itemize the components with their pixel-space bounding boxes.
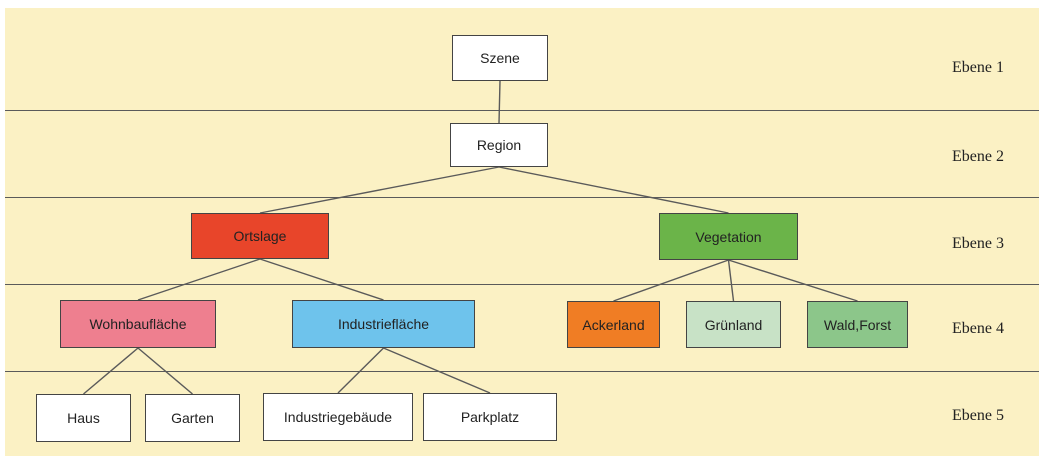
edge-vegetation-waldforst [728, 259, 858, 302]
node-industriegebaeude: Industriegebäude [263, 393, 413, 441]
node-waldforst: Wald,Forst [807, 301, 908, 348]
edge-szene-region [498, 80, 501, 124]
edge-region-ortslage [259, 166, 500, 214]
level-label-1: Ebene 1 [952, 59, 1004, 76]
node-haus: Haus [36, 394, 131, 442]
level-label-2: Ebene 2 [952, 148, 1004, 165]
node-region: Region [450, 123, 548, 167]
edge-ortslage-industrieflaeche [259, 258, 384, 301]
edge-vegetation-gruenland [727, 259, 735, 302]
node-szene: Szene [452, 35, 548, 81]
edge-ortslage-wohnbauflaeche [137, 258, 261, 301]
level-separator-1 [5, 110, 1039, 111]
node-industrieflaeche: Industriefläche [292, 300, 475, 348]
node-ortslage: Ortslage [191, 213, 329, 259]
node-parkplatz: Parkplatz [423, 393, 557, 441]
edge-industrieflaeche-industriegebaeude [337, 347, 384, 394]
node-ackerland: Ackerland [567, 301, 660, 348]
level-separator-3 [5, 284, 1039, 285]
level-label-3: Ebene 3 [952, 235, 1004, 252]
node-wohnbauflaeche: Wohnbaufläche [60, 300, 216, 348]
edge-region-vegetation [498, 166, 729, 214]
edge-wohnbauflaeche-haus [83, 347, 139, 395]
edge-wohnbauflaeche-garten [137, 347, 193, 395]
edge-industrieflaeche-parkplatz [383, 347, 491, 394]
node-vegetation: Vegetation [659, 213, 798, 260]
edge-vegetation-ackerland [613, 259, 729, 302]
node-gruenland: Grünland [686, 301, 781, 348]
level-separator-2 [5, 197, 1039, 198]
level-label-4: Ebene 4 [952, 320, 1004, 337]
level-label-5: Ebene 5 [952, 407, 1004, 424]
level-band-3 [5, 198, 1039, 284]
level-separator-4 [5, 371, 1039, 372]
node-garten: Garten [145, 394, 240, 442]
